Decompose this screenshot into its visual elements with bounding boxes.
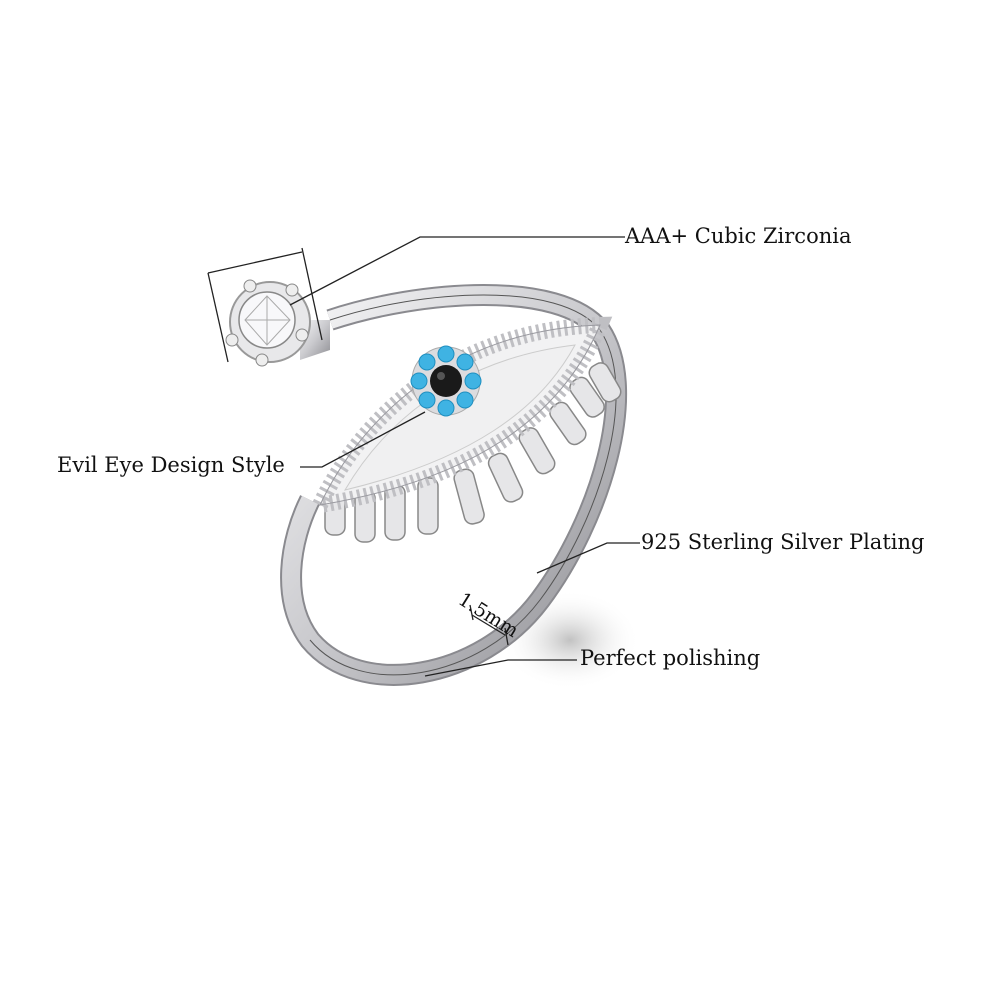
ring-band bbox=[280, 284, 628, 686]
label-material: 925 Sterling Silver Plating bbox=[641, 530, 925, 554]
leader-finish bbox=[424, 659, 577, 677]
label-finish: Perfect polishing bbox=[580, 646, 761, 670]
eye-pave-outline bbox=[306, 316, 613, 516]
leader-design bbox=[300, 411, 426, 468]
cubic-zirconia-stone bbox=[225, 279, 330, 367]
label-stone: AAA+ Cubic Zirconia bbox=[625, 224, 852, 248]
stone-dimension-line bbox=[207, 251, 303, 274]
leader-stone bbox=[289, 236, 625, 306]
ring-shadow bbox=[500, 590, 640, 690]
width-dimension-line bbox=[471, 614, 506, 636]
evil-eye-iris bbox=[410, 345, 482, 417]
leader-material bbox=[536, 542, 640, 574]
eye-lashes bbox=[324, 362, 622, 543]
leader-lines bbox=[207, 236, 640, 677]
black-center-stone bbox=[430, 365, 462, 397]
label-design: Evil Eye Design Style bbox=[57, 453, 285, 477]
